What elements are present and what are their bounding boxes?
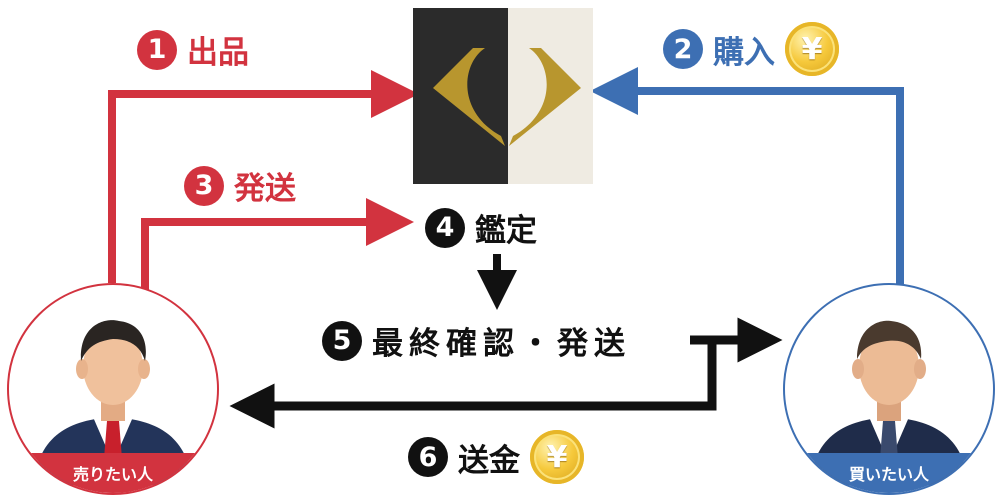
- step-number-badge: 6: [408, 437, 448, 477]
- step-number-badge: 5: [322, 320, 362, 361]
- step-label: 発送: [234, 171, 296, 207]
- step-number-badge: 4: [425, 207, 465, 248]
- yen-coin-icon: ¥: [530, 430, 584, 484]
- step-final-check: 5 最終確認・発送: [322, 318, 631, 363]
- buyer-avatar: 買いたい人: [783, 283, 995, 495]
- seller-avatar: 売りたい人: [7, 283, 219, 495]
- step-shipping: 3 発送: [184, 163, 296, 208]
- seller-label: 売りたい人: [9, 453, 217, 493]
- arrow-listing: [108, 70, 419, 283]
- step-number-badge: 2: [663, 29, 703, 69]
- step-number-badge: 1: [137, 29, 177, 70]
- platform-logo: [413, 8, 593, 184]
- arrow-shipping: [141, 198, 414, 292]
- step-listing: 1 出品: [137, 27, 249, 72]
- step-label: 出品: [187, 35, 249, 71]
- step-purchase: 2 購入 ¥: [663, 22, 839, 76]
- arrow-purchase: [590, 67, 904, 286]
- step-label: 購入: [713, 34, 775, 71]
- step-label: 送金: [458, 442, 520, 479]
- diamond-logo-icon: [413, 8, 593, 184]
- arrow-remittance: [229, 340, 717, 429]
- step-label: 最終確認・発送: [372, 326, 631, 362]
- buyer-label: 買いたい人: [785, 453, 993, 493]
- yen-coin-icon: ¥: [785, 22, 839, 76]
- step-number-badge: 3: [184, 165, 224, 206]
- step-appraisal: 4 鑑定: [425, 205, 537, 250]
- step-label: 鑑定: [475, 213, 537, 249]
- step-remittance: 6 送金 ¥: [408, 430, 584, 484]
